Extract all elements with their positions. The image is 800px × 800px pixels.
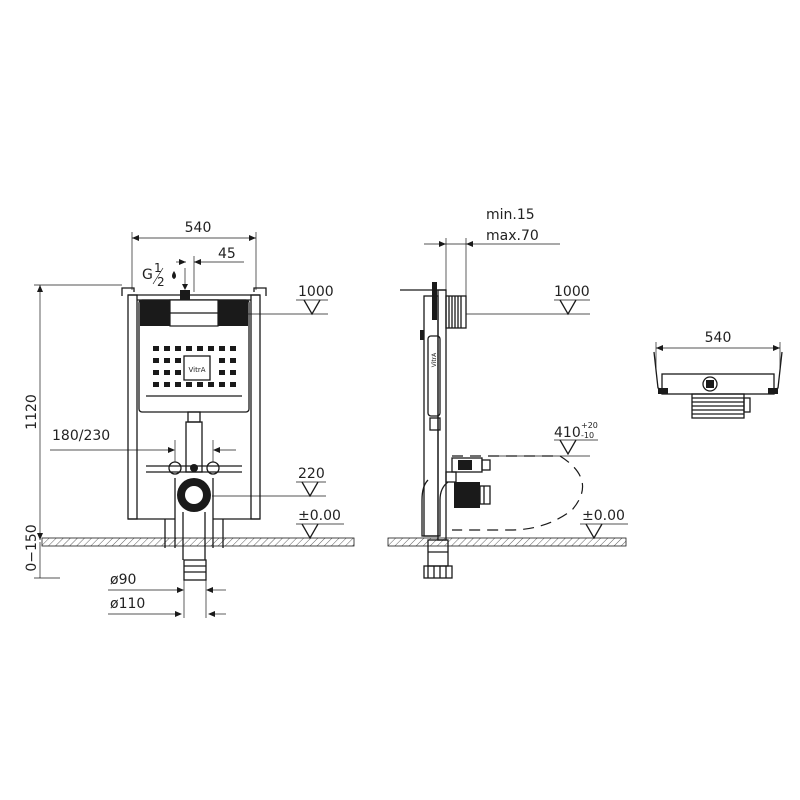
inlet-offset-label: 45	[218, 246, 236, 262]
top-frame	[653, 351, 783, 419]
dim-front-actuator: 1000	[220, 284, 334, 316]
dim-side-floor: ±0.00	[580, 508, 628, 540]
wall-min-label: min.15	[486, 207, 535, 223]
floor-range-label: 0−150	[24, 524, 40, 571]
side-frame: VitrA	[400, 282, 447, 541]
dim-front-height: 1120	[24, 284, 122, 540]
pipe-inner-label: ø90	[110, 572, 136, 588]
dim-top-width: 540	[655, 330, 781, 372]
inlet-thread-num: 1	[154, 261, 162, 275]
top-width-label: 540	[705, 330, 732, 346]
side-brand-logo: VitrA	[431, 352, 438, 367]
side-actuator	[445, 295, 467, 329]
outlet-height-label: 220	[298, 466, 325, 482]
pan-tol-plus: +20	[581, 421, 598, 430]
dim-bolt-spacing: 180/230	[50, 428, 236, 462]
pan-tol-minus: -10	[581, 431, 594, 440]
side-actuator-label: 1000	[554, 284, 590, 300]
front-actuator-label: 1000	[298, 284, 334, 300]
front-floor-label: ±0.00	[298, 508, 341, 524]
side-floor-label: ±0.00	[582, 508, 625, 524]
pan-base-label: 410	[554, 425, 581, 441]
dim-floor-range: 0−150	[24, 524, 60, 579]
side-fittings	[421, 417, 491, 579]
top-view: 540	[653, 330, 783, 419]
front-floor	[41, 537, 355, 547]
front-outlet	[164, 478, 224, 581]
front-cistern: VitrA	[138, 290, 250, 413]
dim-front-width: 540	[131, 220, 257, 290]
front-height-label: 1120	[24, 394, 40, 430]
front-flush-pipe	[146, 411, 242, 475]
cistern-vent-grid	[153, 346, 236, 387]
wall-max-label: max.70	[486, 228, 539, 244]
side-floor	[387, 537, 627, 547]
side-pan-outline	[452, 455, 584, 531]
dim-side-actuator: 1000	[466, 284, 590, 316]
dim-pan-height: 410 +20 -10	[490, 421, 598, 457]
dim-wall-thickness: min.15 max.70	[424, 207, 560, 296]
water-drop-icon	[172, 271, 176, 279]
side-view: VitrA min.15 max.70 1000	[387, 207, 628, 579]
front-view: VitrA	[24, 220, 355, 618]
dim-outlet-height: 220	[212, 466, 326, 498]
front-width-label: 540	[185, 220, 212, 236]
dim-pipe-diameters: ø90 ø110	[108, 572, 226, 618]
brand-logo: VitrA	[189, 366, 206, 374]
pipe-outer-label: ø110	[110, 596, 145, 612]
inlet-thread-den: 2	[157, 275, 165, 289]
bolt-spacing-label: 180/230	[52, 428, 110, 444]
dim-front-floor: ±0.00	[296, 508, 344, 540]
dim-inlet-offset: 45 G 1 2	[142, 246, 244, 292]
inlet-thread-base: G	[142, 267, 153, 283]
